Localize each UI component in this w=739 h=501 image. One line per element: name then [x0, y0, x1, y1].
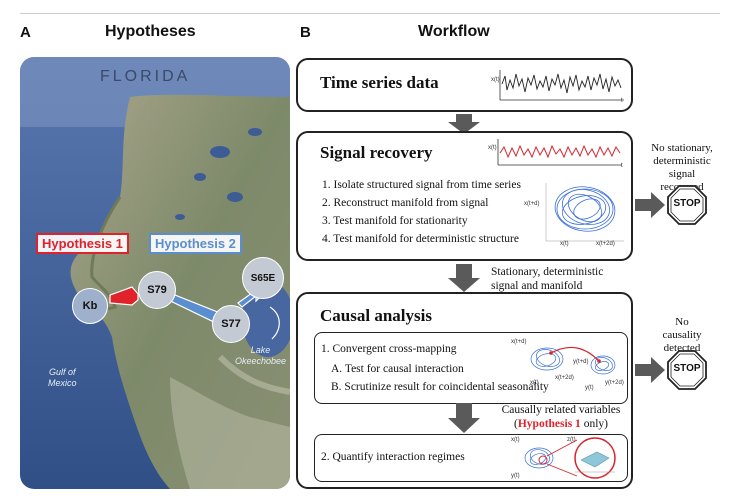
panel-b-letter: B — [300, 24, 311, 41]
stop-icon-1 — [667, 185, 707, 225]
ts-axis-y: x(t) — [491, 77, 500, 83]
down-arrow-3 — [448, 403, 480, 433]
quantify-title: 2. Quantify interaction regimes — [321, 451, 465, 463]
map-label-florida: FLORIDA — [100, 68, 191, 85]
causal-analysis-title: Causal analysis — [320, 306, 432, 325]
sr-step-1: 1. Isolate structured signal from time s… — [322, 179, 521, 191]
node-s65e: S65E — [242, 257, 284, 299]
lake-outline — [269, 306, 280, 340]
top-divider — [20, 13, 720, 14]
hypothesis-1-label: Hypothesis 1 — [36, 233, 129, 254]
between-2-hypothesis: Hypothesis 1 — [517, 418, 581, 430]
map-label-gulf: Gulf of Mexico — [48, 367, 77, 388]
ccm-axis-6: y(t+2d) — [605, 380, 624, 386]
panel-a-letter: A — [20, 24, 31, 41]
florida-satellite-map: FLORIDA Gulf of Mexico Lake Okeechobee H… — [20, 57, 290, 489]
ts-axis-x: t — [621, 98, 623, 104]
sr-step-2: 2. Reconstruct manifold from signal — [322, 197, 489, 209]
time-series-box: Time series data x(t) t — [296, 58, 633, 112]
node-s77: S77 — [212, 305, 250, 343]
sr-step-4: 4. Test manifold for deterministic struc… — [322, 233, 519, 245]
down-arrow-2 — [448, 264, 480, 292]
signal-recovery-title: Signal recovery — [320, 143, 433, 162]
between-2-line1: Causally related variables — [501, 404, 621, 416]
quant-axis-2: z(t) — [567, 437, 576, 443]
quantify-plot — [524, 437, 616, 479]
causal-analysis-box: Causal analysis 1. Convergent cross-mapp… — [296, 292, 633, 489]
ccm-axis-1: x(t+d) — [511, 339, 527, 345]
between-text-2: Causally related variables (Hypothesis 1… — [491, 403, 631, 431]
panel-a-title: Hypotheses — [105, 23, 196, 40]
sr-manifold-axis-1: x(t+d) — [524, 201, 540, 207]
hypothesis-1-arrow — [109, 286, 139, 306]
side-arrow-1 — [635, 192, 665, 218]
stop-label-1: STOP — [673, 198, 701, 209]
sr-step-3: 3. Test manifold for stationarity — [322, 215, 468, 227]
stop-icon-2 — [667, 350, 707, 390]
map-label-lake: Lake Okeechobee — [235, 345, 287, 366]
hypothesis-2-label: Hypothesis 2 — [149, 233, 242, 254]
quant-axis-1: x(t) — [511, 437, 520, 443]
time-series-plot — [499, 70, 624, 101]
ccm-axis-4: y(t+d) — [573, 359, 589, 365]
quant-axis-3: y(t) — [511, 473, 520, 479]
ccm-box: 1. Convergent cross-mapping A. Test for … — [314, 332, 628, 404]
manifold-plot — [545, 183, 624, 242]
sr-manifold-axis-2: x(t) — [560, 241, 569, 247]
between-2-open: ( — [514, 418, 518, 430]
ccm-plot — [530, 346, 616, 375]
panel-b-title: Workflow — [418, 23, 490, 40]
down-arrow-1 — [448, 114, 480, 134]
time-series-title: Time series data — [320, 73, 439, 92]
sr-axis-x: t — [621, 163, 623, 169]
between-2-close: only) — [580, 418, 608, 430]
stop-label-2: STOP — [673, 363, 701, 374]
node-s79: S79 — [138, 271, 176, 309]
signal-recovery-box: Signal recovery x(t) t 1. Isolate struct… — [296, 131, 633, 261]
ccm-title: 1. Convergent cross-mapping — [321, 343, 457, 355]
ccm-axis-5: y(t) — [585, 385, 594, 391]
between-text-1: Stationary, deterministic signal and man… — [491, 266, 604, 292]
ccm-axis-2: x(t) — [530, 380, 539, 386]
signal-recovery-plot — [497, 139, 622, 166]
quantify-box: 2. Quantify interaction regimes x(t) z(t… — [314, 434, 628, 482]
ccm-axis-3: x(t+2d) — [555, 375, 574, 381]
side-arrow-2 — [635, 357, 665, 383]
sr-manifold-axis-3: x(t+2d) — [596, 241, 615, 247]
node-kb: Kb — [72, 288, 108, 324]
ccm-step-b: B. Scrutinize result for coincidental se… — [331, 381, 549, 393]
ccm-step-a: A. Test for causal interaction — [331, 363, 464, 375]
sr-axis-y: x(t) — [488, 145, 497, 151]
